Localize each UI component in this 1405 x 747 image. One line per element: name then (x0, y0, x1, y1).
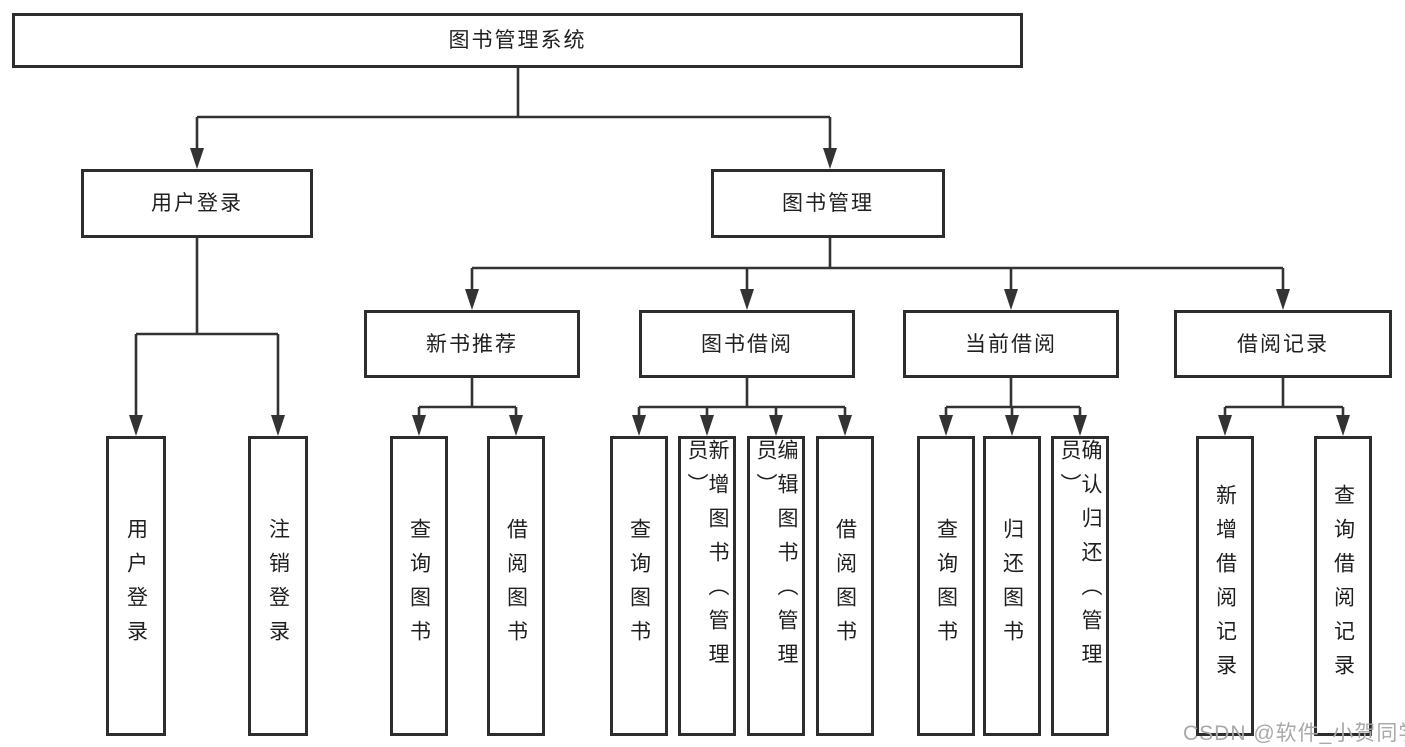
node-leaf-logout: 注销登录 (248, 436, 308, 736)
node-book-management: 图书管理 (711, 169, 945, 238)
node-leaf-query-books-1: 查询图书 (390, 436, 448, 736)
node-leaf-add-book-admin: 新增图书（管理员） (678, 436, 736, 736)
csdn-watermark: CSDN @软件_小贺同学 (1183, 722, 1405, 745)
node-leaf-query-books-3: 查询图书 (917, 436, 975, 736)
node-leaf-borrow-books-1: 借阅图书 (487, 436, 545, 736)
node-new-book-recommend: 新书推荐 (364, 310, 580, 378)
node-library-system: 图书管理系统 (12, 13, 1023, 68)
node-leaf-query-books-2: 查询图书 (610, 436, 668, 736)
node-leaf-add-borrow-record: 新增借阅记录 (1196, 436, 1254, 736)
tree-edges (134, 68, 1345, 419)
arrowheads (129, 148, 1350, 436)
node-borrowing-records: 借阅记录 (1174, 310, 1392, 378)
node-leaf-query-borrow-record: 查询借阅记录 (1314, 436, 1372, 736)
node-user-login: 用户登录 (81, 169, 313, 238)
node-leaf-confirm-return-admin: 确认归还（管理员） (1051, 436, 1109, 736)
node-leaf-return-book: 归还图书 (983, 436, 1041, 736)
node-book-borrowing: 图书借阅 (639, 310, 855, 378)
node-leaf-user-login: 用户登录 (106, 436, 166, 736)
node-leaf-edit-book-admin: 编辑图书（管理员） (747, 436, 805, 736)
node-current-borrowing: 当前借阅 (903, 310, 1119, 378)
node-leaf-borrow-books-2: 借阅图书 (816, 436, 874, 736)
